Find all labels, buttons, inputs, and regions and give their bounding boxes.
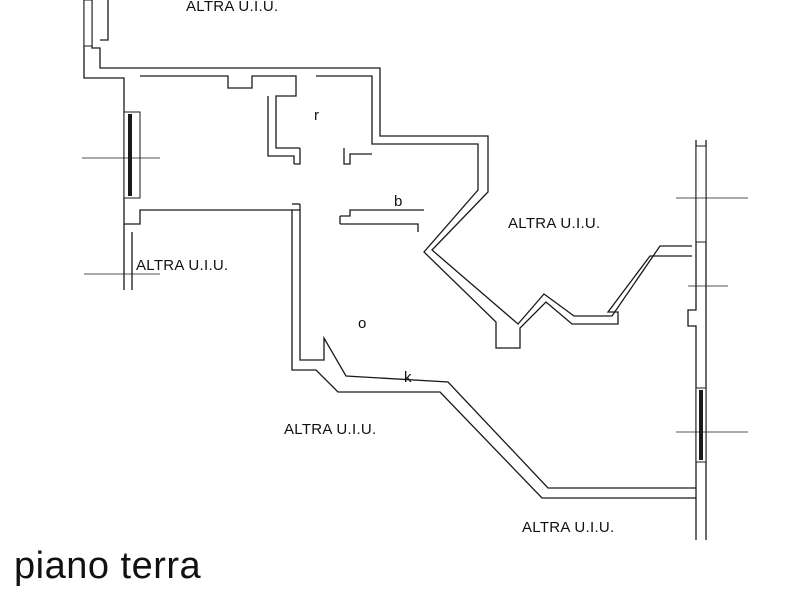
bathroom-b-wall-bottom-inner	[340, 209, 424, 217]
room-label-k: k	[404, 369, 412, 386]
interior-partitions	[267, 96, 424, 232]
perimeter-wall-right-outer	[687, 140, 697, 540]
room-label-r: r	[314, 107, 319, 124]
closet-r-wall	[267, 96, 295, 164]
perimeter-wall-inner-line-right	[316, 75, 692, 349]
perimeter-wall-inner-line-top	[100, 0, 109, 41]
neighbor-label-bottom-center: ALTRA U.I.U.	[284, 421, 377, 438]
window-top-left	[83, 0, 93, 47]
closet-r-door-jamb	[294, 148, 301, 165]
bathroom-b-wall-bottom	[340, 223, 419, 232]
room-symbol: o	[358, 315, 366, 332]
neighbor-label-bottom-right: ALTRA U.I.U.	[522, 519, 615, 536]
neighbor-label-top: ALTRA U.I.U.	[186, 0, 279, 15]
window-left-glass	[128, 114, 132, 196]
bathroom-b-wall-top	[343, 148, 372, 165]
window-right-upper	[695, 145, 707, 243]
windows	[83, 0, 707, 463]
room-label-b: b	[394, 193, 402, 210]
axis-lines	[82, 157, 748, 433]
neighbor-label-right: ALTRA U.I.U.	[508, 215, 601, 232]
neighbor-label-left: ALTRA U.I.U.	[136, 257, 229, 274]
floor-title: piano terra	[14, 545, 202, 587]
perimeter-wall-inner-line	[140, 75, 300, 149]
window-right-glass	[699, 390, 703, 460]
perimeter-wall-bottom-outer	[291, 210, 696, 499]
perimeter-wall-bottom-inner	[299, 226, 696, 489]
perimeter-wall-outer-line-top	[91, 0, 692, 325]
